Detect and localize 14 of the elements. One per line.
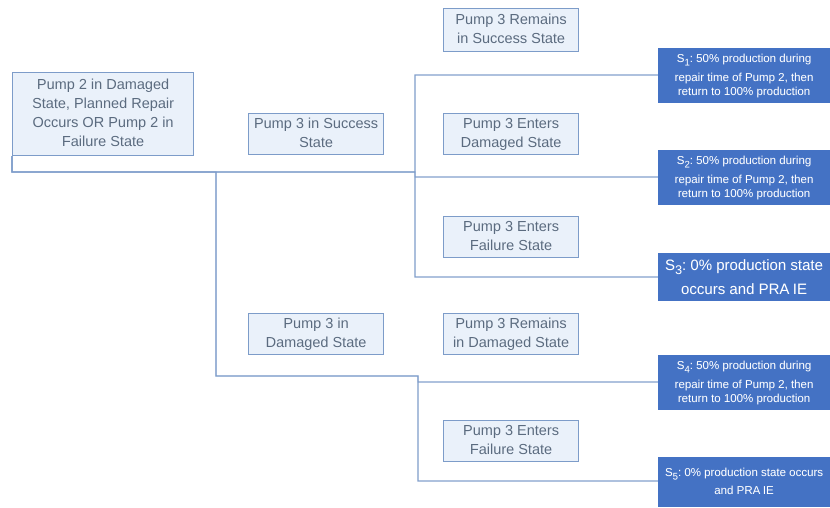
outcome-box: S$_{1}$: 50% production during repair time of Pump 2, then return to 100% production [658, 48, 830, 103]
outcome-box: S$_{2}$: 50% production during repair time of Pump 2, then return to 100% production [658, 150, 830, 205]
branch-line [11, 156, 658, 482]
event-box: Pump 3 Remains in Damaged State [443, 313, 579, 355]
event-box: Pump 3 Enters Damaged State [443, 113, 579, 155]
event-box: Pump 3 in Damaged State [248, 313, 384, 355]
outcome-box: S$_{5}$: 0% production state occurs and PRA IE [658, 457, 830, 507]
outcome-box: S$_{4}$: 50% production during repair time of Pump 2, then return to 100% production [658, 355, 830, 410]
event-box: Pump 3 Remains in Success State [443, 8, 579, 52]
event-box: Pump 3 in Success State [248, 113, 384, 155]
event-box: Pump 2 in Damaged State, Planned Repair Occurs OR Pump 2 in Failure State [12, 72, 194, 156]
event-box: Pump 3 Enters Failure State [443, 420, 579, 462]
outcome-box: S$_{3}$: 0% production state occurs and PRA IE [658, 253, 830, 301]
event-box: Pump 3 Enters Failure State [443, 216, 579, 258]
